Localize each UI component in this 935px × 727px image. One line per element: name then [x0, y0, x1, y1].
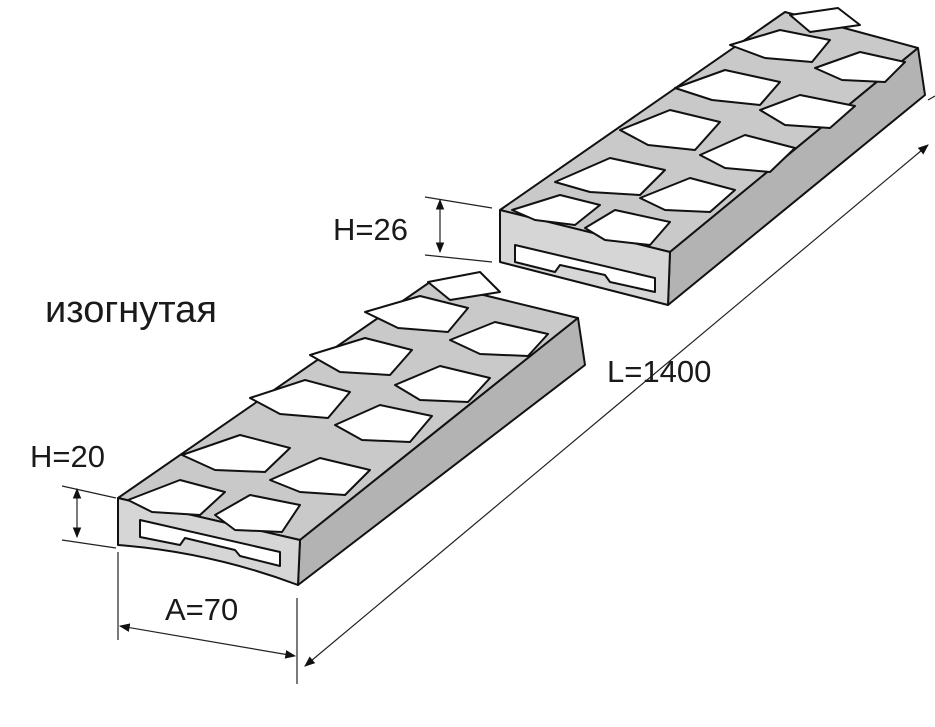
width-label: A=70	[165, 592, 238, 627]
straight-channel-segment	[499, 7, 926, 306]
caption-label: изогнутая	[45, 289, 217, 331]
height-curved-label: H=20	[30, 439, 105, 474]
length-label: L=1400	[607, 354, 711, 389]
dimension-lines	[61, 95, 935, 684]
height-straight-label: H=26	[333, 212, 408, 247]
